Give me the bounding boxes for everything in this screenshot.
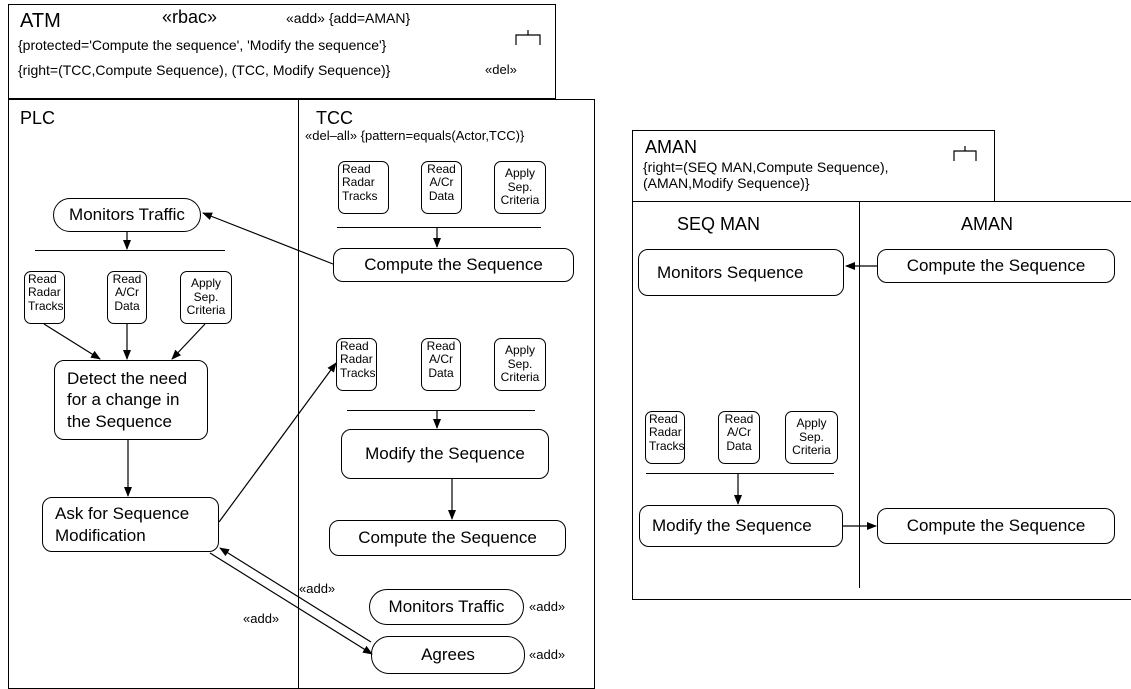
atm-protected: {protected='Compute the sequence', 'Modi…	[18, 37, 387, 53]
lane-divider	[298, 99, 299, 689]
add-label-flow-up: «add»	[299, 581, 336, 596]
tcc-join-bar-1	[337, 227, 541, 228]
lane-tcc-label: TCC	[316, 108, 353, 128]
fork-icon-aman	[953, 146, 977, 162]
atm-header-frame	[8, 4, 556, 99]
aman-compute-sequence-bottom: Compute the Sequence	[877, 508, 1115, 544]
fork-icon	[515, 30, 541, 46]
plc-join-bar	[35, 250, 225, 251]
tcc-compute-sequence-1: Compute the Sequence	[333, 248, 574, 282]
add-label-flow-down: «add»	[243, 611, 280, 626]
tcc-monitors-traffic: Monitors Traffic	[369, 589, 524, 625]
tcc-constraint: «del–all» {pattern=equals(Actor,TCC)}	[305, 128, 525, 143]
aman-right-line1: {right=(SEQ MAN,Compute Sequence),	[643, 159, 889, 175]
arrow-apply-to-detect	[171, 323, 206, 360]
lane-plc-label: PLC	[20, 108, 56, 128]
tcc-agrees: Agrees	[371, 636, 525, 674]
tcc-join-bar-2	[347, 410, 535, 411]
arrow-radar-to-detect	[43, 323, 101, 360]
arrow-agrees-to-ask	[219, 547, 372, 643]
arrow-compute1-to-monitors	[202, 212, 334, 265]
aman-join-bar	[646, 473, 834, 474]
lane-aman-label: AMAN	[961, 214, 1014, 234]
atm-add-label: «add» {add=AMAN}	[286, 10, 411, 26]
add-label-agrees: «add»	[529, 647, 566, 662]
tcc-modify-sequence: Modify the Sequence	[341, 429, 549, 479]
plc-monitors-traffic: Monitors Traffic	[53, 198, 201, 232]
atm-del-label: «del»	[485, 62, 517, 77]
add-label-monitors: «add»	[529, 599, 566, 614]
aman-compute-sequence-top: Compute the Sequence	[877, 249, 1115, 283]
lane-seqman-label: SEQ MAN	[677, 214, 761, 234]
aman-header-frame	[632, 130, 995, 202]
atm-right: {right=(TCC,Compute Sequence), (TCC, Mod…	[18, 62, 391, 78]
aman-title: AMAN	[645, 137, 698, 157]
seqman-monitors-sequence: Monitors Sequence	[638, 249, 844, 296]
arrow-ask-to-agrees	[209, 552, 373, 655]
rbac-stereotype: «rbac»	[162, 7, 218, 27]
aman-right-2: (AMAN,Modify Sequence)}	[643, 175, 810, 191]
atm-title: ATM	[20, 10, 61, 32]
arrow-ask-to-tcc-radar	[218, 362, 337, 523]
seqman-modify-sequence: Modify the Sequence	[639, 505, 843, 547]
tcc-compute-sequence-2: Compute the Sequence	[329, 520, 566, 556]
aman-lane-divider	[859, 201, 860, 588]
